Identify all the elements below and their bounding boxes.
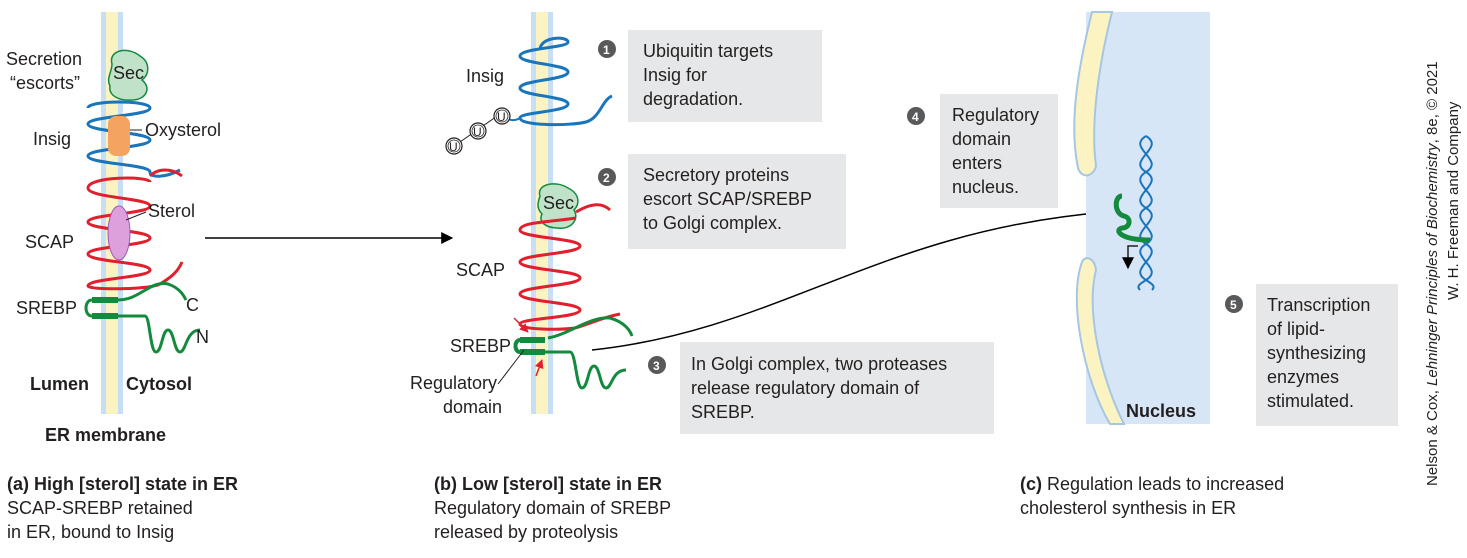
insig-label-a: Insig — [33, 129, 71, 149]
secretion-label-line1: Secretion — [6, 49, 82, 69]
step-5-line3: synthesizing — [1267, 343, 1366, 363]
step-1: 1 Ubiquitin targets Insig for degradatio… — [598, 30, 822, 122]
step-2-line1: Secretory proteins — [643, 165, 789, 185]
c-terminus-label: C — [186, 295, 199, 315]
nuclear-envelope-upper — [1073, 11, 1114, 177]
caption-b-line2: released by proteolysis — [434, 522, 618, 542]
sec-escort-a: Sec — [107, 49, 149, 101]
step-2-number: 2 — [603, 171, 610, 185]
step-5-line2: of lipid- — [1267, 319, 1325, 339]
nucleus-label: Nucleus — [1126, 401, 1196, 421]
step-1-line1: Ubiquitin targets — [643, 41, 773, 61]
step-3: 3 In Golgi complex, two proteases releas… — [648, 342, 994, 434]
step-4-number: 4 — [912, 110, 919, 124]
nuclear-envelope-lower — [1075, 257, 1126, 425]
scap-label-b: SCAP — [456, 260, 505, 280]
panel-a: Sec Secretion “escorts” Insig Oxysterol … — [6, 12, 238, 542]
caption-b-line1: Regulatory domain of SREBP — [434, 498, 671, 518]
step-4-line2: domain — [952, 129, 1011, 149]
ubiquitin-chain: U U U — [445, 107, 511, 155]
caption-b-title: (b) Low [sterol] state in ER — [434, 474, 662, 494]
sterol-label: Sterol — [148, 201, 195, 221]
step-2-line2: escort SCAP/SREBP — [643, 189, 812, 209]
step-5-line4: enzymes — [1267, 367, 1339, 387]
step-4-line3: enters — [952, 153, 1002, 173]
sec-label-b: Sec — [543, 193, 574, 213]
regulatory-domain-bound — [1113, 193, 1151, 243]
step-4: 4 Regulatory domain enters nucleus. — [907, 94, 1058, 208]
nucleus-region — [1086, 12, 1210, 424]
n-terminus-label: N — [196, 327, 209, 347]
panel-c: Nucleus (c) Regulation leads to increase… — [1020, 11, 1284, 518]
caption-a-title: (a) High [sterol] state in ER — [7, 474, 238, 494]
sec-escort-b: Sec — [537, 183, 579, 229]
sterol-molecule — [107, 205, 131, 261]
step-1-line3: degradation. — [643, 89, 743, 109]
lumen-label: Lumen — [30, 374, 89, 394]
credit-line1: Nelson & Cox, Lehninger Principles of Bi… — [1424, 61, 1441, 486]
caption-a-line1: SCAP-SREBP retained — [7, 498, 193, 518]
credit-line2: W. H. Freeman and Company — [1445, 101, 1462, 300]
step-5: 5 Transcription of lipid- synthesizing e… — [1225, 284, 1398, 426]
transcription-start-arrow — [1122, 245, 1138, 270]
er-membrane-label: ER membrane — [45, 425, 166, 445]
insig-protein-b — [518, 36, 613, 127]
srebp-protein-b — [547, 316, 634, 340]
oxysterol-molecule — [108, 116, 130, 156]
scap-label-a: SCAP — [25, 232, 74, 252]
scap-protein-b — [518, 216, 621, 331]
step-3-line3: SREBP. — [691, 402, 755, 422]
step-2: 2 Secretory proteins escort SCAP/SREBP t… — [598, 154, 846, 249]
regulatory-domain-label-line1: Regulatory — [410, 373, 497, 393]
srebp-protein-a — [84, 298, 201, 354]
step-2-line3: to Golgi complex. — [643, 213, 782, 233]
srebp-label-a: SREBP — [16, 298, 77, 318]
step-5-line5: stimulated. — [1267, 391, 1354, 411]
insig-label-b: Insig — [466, 66, 504, 86]
step-1-line2: Insig for — [643, 65, 707, 85]
dna-helix — [1137, 135, 1155, 291]
panel-b: U U U Sec Insig SCAP SREBP Regulatory do… — [410, 12, 671, 542]
step-3-number: 3 — [653, 359, 660, 373]
caption-c-line2: cholesterol synthesis in ER — [1020, 498, 1236, 518]
step-3-line2: release regulatory domain of — [691, 378, 920, 398]
oxysterol-label: Oxysterol — [145, 120, 221, 140]
translocation-arrow — [591, 206, 1110, 351]
cytosol-label: Cytosol — [126, 374, 192, 394]
srebp-label-b: SREBP — [450, 336, 511, 356]
sec-label-a: Sec — [113, 63, 144, 83]
step-1-number: 1 — [603, 43, 610, 57]
publisher-credit: Nelson & Cox, Lehninger Principles of Bi… — [1424, 61, 1462, 486]
step-5-number: 5 — [1230, 298, 1237, 312]
step-4-line4: nucleus. — [952, 177, 1019, 197]
caption-c-line1: (c) Regulation leads to increased — [1020, 474, 1284, 494]
ubiquitin-label-3: U — [497, 110, 506, 124]
regulatory-domain-label-line2: domain — [443, 397, 502, 417]
secretion-label-line2: “escorts” — [10, 73, 80, 93]
ubiquitin-label-1: U — [449, 140, 458, 154]
caption-a-line2: in ER, bound to Insig — [7, 522, 174, 542]
step-3-line1: In Golgi complex, two proteases — [691, 354, 947, 374]
insig-protein-a — [86, 100, 181, 178]
step-5-line1: Transcription — [1267, 295, 1370, 315]
ubiquitin-label-2: U — [473, 125, 482, 139]
step-4-line1: Regulatory — [952, 105, 1039, 125]
